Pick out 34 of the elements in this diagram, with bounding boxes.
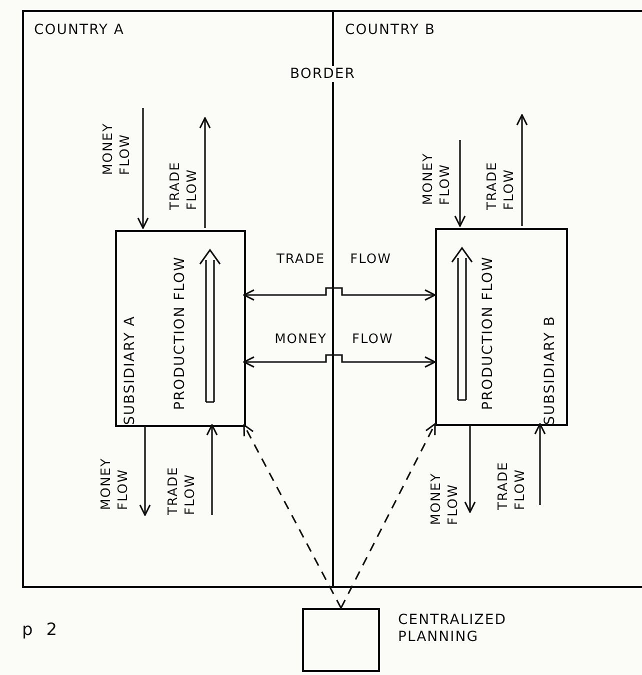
box-label: PRODUCTION FLOW [480,255,497,410]
flow-arrow [516,114,528,226]
flow-arrow [454,140,466,227]
dashed-arrow [243,424,342,608]
flow-arrow [139,425,151,516]
dashed-arrow [340,423,436,608]
flow-arrow [534,423,546,505]
edge-label: TRADE FLOW [484,160,518,210]
box-label: SUBSIDIARY A [122,314,139,425]
box-caption: CENTRALIZED PLANNING [398,612,508,646]
edge-label: TRADE FLOW [165,465,199,515]
page-number: p 2 [22,620,58,640]
region-label: COUNTRY B [345,22,436,38]
planning-box [302,608,380,672]
box-label: PRODUCTION FLOW [172,255,189,410]
flow-arrow [243,354,436,368]
edge-label: TRADE FLOW [495,460,529,510]
edge-label: MONEY FLOW [100,122,134,175]
edge-label: MONEY FLOW [428,472,462,525]
flow-arrow [243,287,436,301]
subsidiary-box [115,230,246,427]
box-label: SUBSIDIARY B [542,314,559,425]
edge-label: TRADE FLOW [276,252,392,267]
edge-label: TRADE FLOW [167,160,201,210]
edge-label: MONEY FLOW [98,456,132,510]
flow-arrow [199,117,211,228]
edge-label: MONEY FLOW [274,332,394,347]
flow-arrow [206,424,218,515]
subsidiary-box [435,228,568,426]
border-label: BORDER [290,66,356,82]
flow-arrow [137,108,149,229]
edge-label: MONEY FLOW [420,152,454,205]
flow-arrow [464,424,476,513]
region-label: COUNTRY A [34,22,124,38]
